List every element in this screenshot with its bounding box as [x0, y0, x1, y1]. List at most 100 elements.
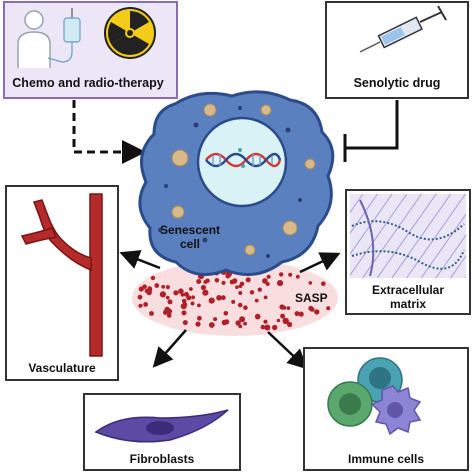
sasp-dot — [182, 320, 188, 326]
sasp-dot — [279, 272, 284, 277]
sasp-dot — [143, 302, 149, 307]
sasp-dot — [282, 317, 289, 325]
sasp-dot — [165, 285, 170, 290]
immune-cells-icon — [327, 357, 422, 436]
senescent-cell: Senescent cell — [138, 90, 335, 276]
ecm-label-line1: Extracellular — [372, 283, 444, 297]
sasp-dot — [167, 299, 173, 305]
sasp-dot — [223, 311, 229, 316]
fibroblast-cell-icon — [94, 409, 229, 443]
sasp-dot — [191, 295, 196, 300]
sasp-dot — [149, 311, 154, 316]
fibroblasts-panel: Fibroblasts — [83, 393, 241, 471]
dna-icon — [205, 148, 282, 168]
sasp-dot — [264, 324, 271, 331]
sasp-dot — [254, 298, 259, 303]
sasp-dot — [195, 321, 201, 327]
sasp-dot — [197, 315, 202, 321]
sasp-dot — [260, 324, 266, 330]
arrow-to-immune — [267, 331, 308, 370]
sasp-label: SASP — [295, 291, 328, 305]
cell-granules — [158, 106, 302, 258]
sasp-dot — [298, 311, 304, 317]
arrow-to-ecm — [299, 252, 341, 274]
induction-arrow — [72, 100, 146, 164]
sasp-dot — [178, 288, 184, 295]
sasp-dot — [263, 295, 268, 300]
syringe-icon — [359, 5, 447, 53]
sasp-dot — [216, 295, 222, 301]
vasculature-label: Vasculature — [28, 361, 96, 375]
sasp-dot — [277, 280, 284, 287]
sasp-dot — [196, 279, 202, 284]
sasp-dot — [288, 272, 293, 277]
sasp-cloud: SASP — [132, 260, 338, 336]
sasp-dot — [186, 295, 192, 301]
sasp-dot — [208, 297, 215, 304]
sasp-dot — [190, 301, 195, 306]
sasp-dot — [161, 284, 166, 289]
sasp-dot — [181, 310, 187, 316]
ecm-fibers — [350, 194, 466, 278]
sasp-dot — [138, 286, 144, 292]
sasp-dot — [202, 289, 209, 296]
vesicles — [171, 103, 316, 256]
nucleus — [196, 116, 288, 208]
radiation-icon — [104, 7, 156, 59]
chemo-radiotherapy-panel: Chemo and radio-therapy — [3, 1, 178, 99]
sasp-dot — [221, 319, 228, 326]
sasp-dot — [287, 321, 293, 328]
sasp-dot — [295, 274, 300, 279]
sasp-dot — [238, 291, 243, 295]
sasp-dot — [231, 299, 236, 304]
senolytic-panel: Senolytic drug — [325, 1, 469, 99]
sasp-dot — [239, 281, 245, 287]
sasp-dot — [164, 306, 170, 313]
sasp-dot — [272, 324, 278, 331]
sasp-dot — [214, 278, 220, 283]
cell-label-line1: Senescent — [160, 223, 220, 237]
chemo-label: Chemo and radio-therapy — [12, 76, 163, 90]
cell-label-line2: cell — [180, 237, 200, 251]
sasp-dot — [262, 278, 268, 284]
iv-bag-icon — [47, 8, 81, 63]
sasp-dot — [314, 309, 320, 315]
sasp-dot — [181, 298, 187, 304]
arrow-to-fibroblasts — [152, 329, 187, 368]
sasp-dot — [208, 322, 215, 328]
sasp-dot — [294, 311, 300, 317]
sasp-dot — [213, 317, 218, 322]
sasp-dot — [154, 283, 160, 288]
sasp-dot — [239, 316, 246, 323]
sasp-dot — [150, 275, 156, 281]
sasp-dot — [321, 281, 326, 287]
sasp-dot — [144, 288, 149, 293]
sasp-dot — [235, 320, 241, 326]
sasp-dot — [326, 306, 331, 311]
sasp-dot — [243, 321, 248, 326]
fibroblasts-label: Fibroblasts — [130, 452, 195, 466]
sasp-dot — [257, 287, 262, 292]
sasp-dot — [286, 306, 291, 310]
sasp-dot — [308, 281, 313, 285]
sasp-dot — [225, 273, 231, 279]
sasp-dot — [235, 285, 239, 290]
sasp-dot — [173, 290, 179, 296]
sasp-dot — [245, 277, 251, 283]
arrow-to-vasculature — [119, 250, 161, 270]
sasp-dot — [249, 290, 255, 295]
sasp-dot — [197, 303, 201, 308]
sasp-dot — [309, 307, 315, 312]
sasp-dot — [166, 313, 172, 318]
sasp-dot — [280, 313, 286, 319]
patient-icon — [17, 10, 51, 68]
sasp-dot — [221, 280, 226, 285]
sasp-dot — [279, 304, 285, 310]
sasp-dot — [263, 319, 268, 324]
sasp-dot — [203, 279, 208, 284]
blood-vessel-icon — [20, 193, 103, 357]
immune-panel: Immune cells — [303, 347, 469, 471]
sasp-dot — [165, 295, 170, 300]
sasp-dot — [266, 274, 271, 279]
